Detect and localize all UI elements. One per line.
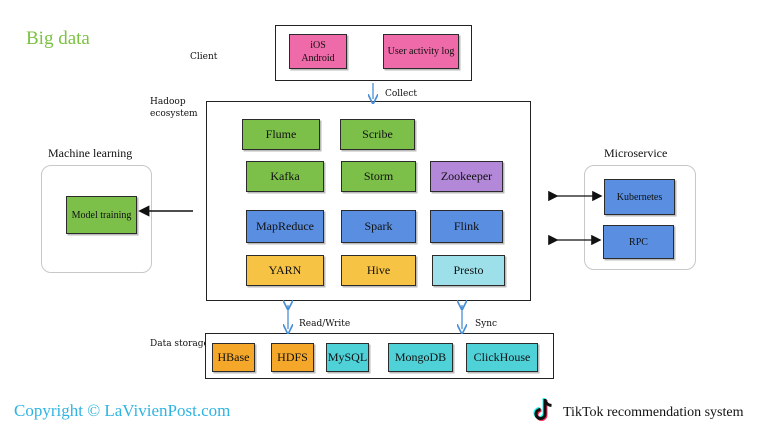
ml-label: Machine learning bbox=[48, 146, 133, 160]
storage-box-mysql: MySQL bbox=[326, 343, 369, 372]
microservice-box-rpc: RPC bbox=[603, 225, 674, 259]
hadoop-box-yarn: YARN bbox=[246, 255, 324, 286]
hadoop-box-zookeeper: Zookeeper bbox=[430, 161, 503, 192]
brand-text: TikTok recommendation system bbox=[563, 405, 744, 420]
microservice-label: Microservice bbox=[604, 146, 668, 160]
client-box-activity-log: User activity log bbox=[383, 34, 459, 69]
hadoop-label: Hadoop ecosystem bbox=[150, 97, 198, 119]
page-title: Big data bbox=[26, 28, 90, 49]
storage-label: Data storage bbox=[150, 339, 209, 349]
client-box-ios-android: iOS Android bbox=[289, 34, 347, 69]
storage-box-clickhouse: ClickHouse bbox=[466, 343, 538, 372]
sync-label: Sync bbox=[475, 319, 498, 329]
storage-box-hbase: HBase bbox=[212, 343, 255, 372]
collect-label: Collect bbox=[385, 89, 418, 99]
hadoop-box-mapreduce: MapReduce bbox=[246, 210, 324, 243]
hadoop-box-storm: Storm bbox=[341, 161, 416, 192]
hadoop-box-flink: Flink bbox=[430, 210, 503, 243]
microservice-box-kubernetes: Kubernetes bbox=[604, 179, 675, 215]
ml-box-model-training: Model training bbox=[66, 196, 137, 234]
storage-box-mongodb: MongoDB bbox=[388, 343, 453, 372]
copyright-text: Copyright © LaVivienPost.com bbox=[14, 401, 231, 420]
hadoop-box-spark: Spark bbox=[341, 210, 416, 243]
hadoop-box-hive: Hive bbox=[341, 255, 416, 286]
hadoop-box-kafka: Kafka bbox=[246, 161, 324, 192]
hadoop-box-flume: Flume bbox=[242, 119, 320, 150]
readwrite-label: Read/Write bbox=[299, 319, 351, 329]
storage-box-hdfs: HDFS bbox=[271, 343, 314, 372]
tiktok-icon bbox=[533, 397, 555, 423]
client-label: Client bbox=[190, 52, 218, 62]
hadoop-box-presto: Presto bbox=[432, 255, 505, 286]
hadoop-box-scribe: Scribe bbox=[340, 119, 415, 150]
